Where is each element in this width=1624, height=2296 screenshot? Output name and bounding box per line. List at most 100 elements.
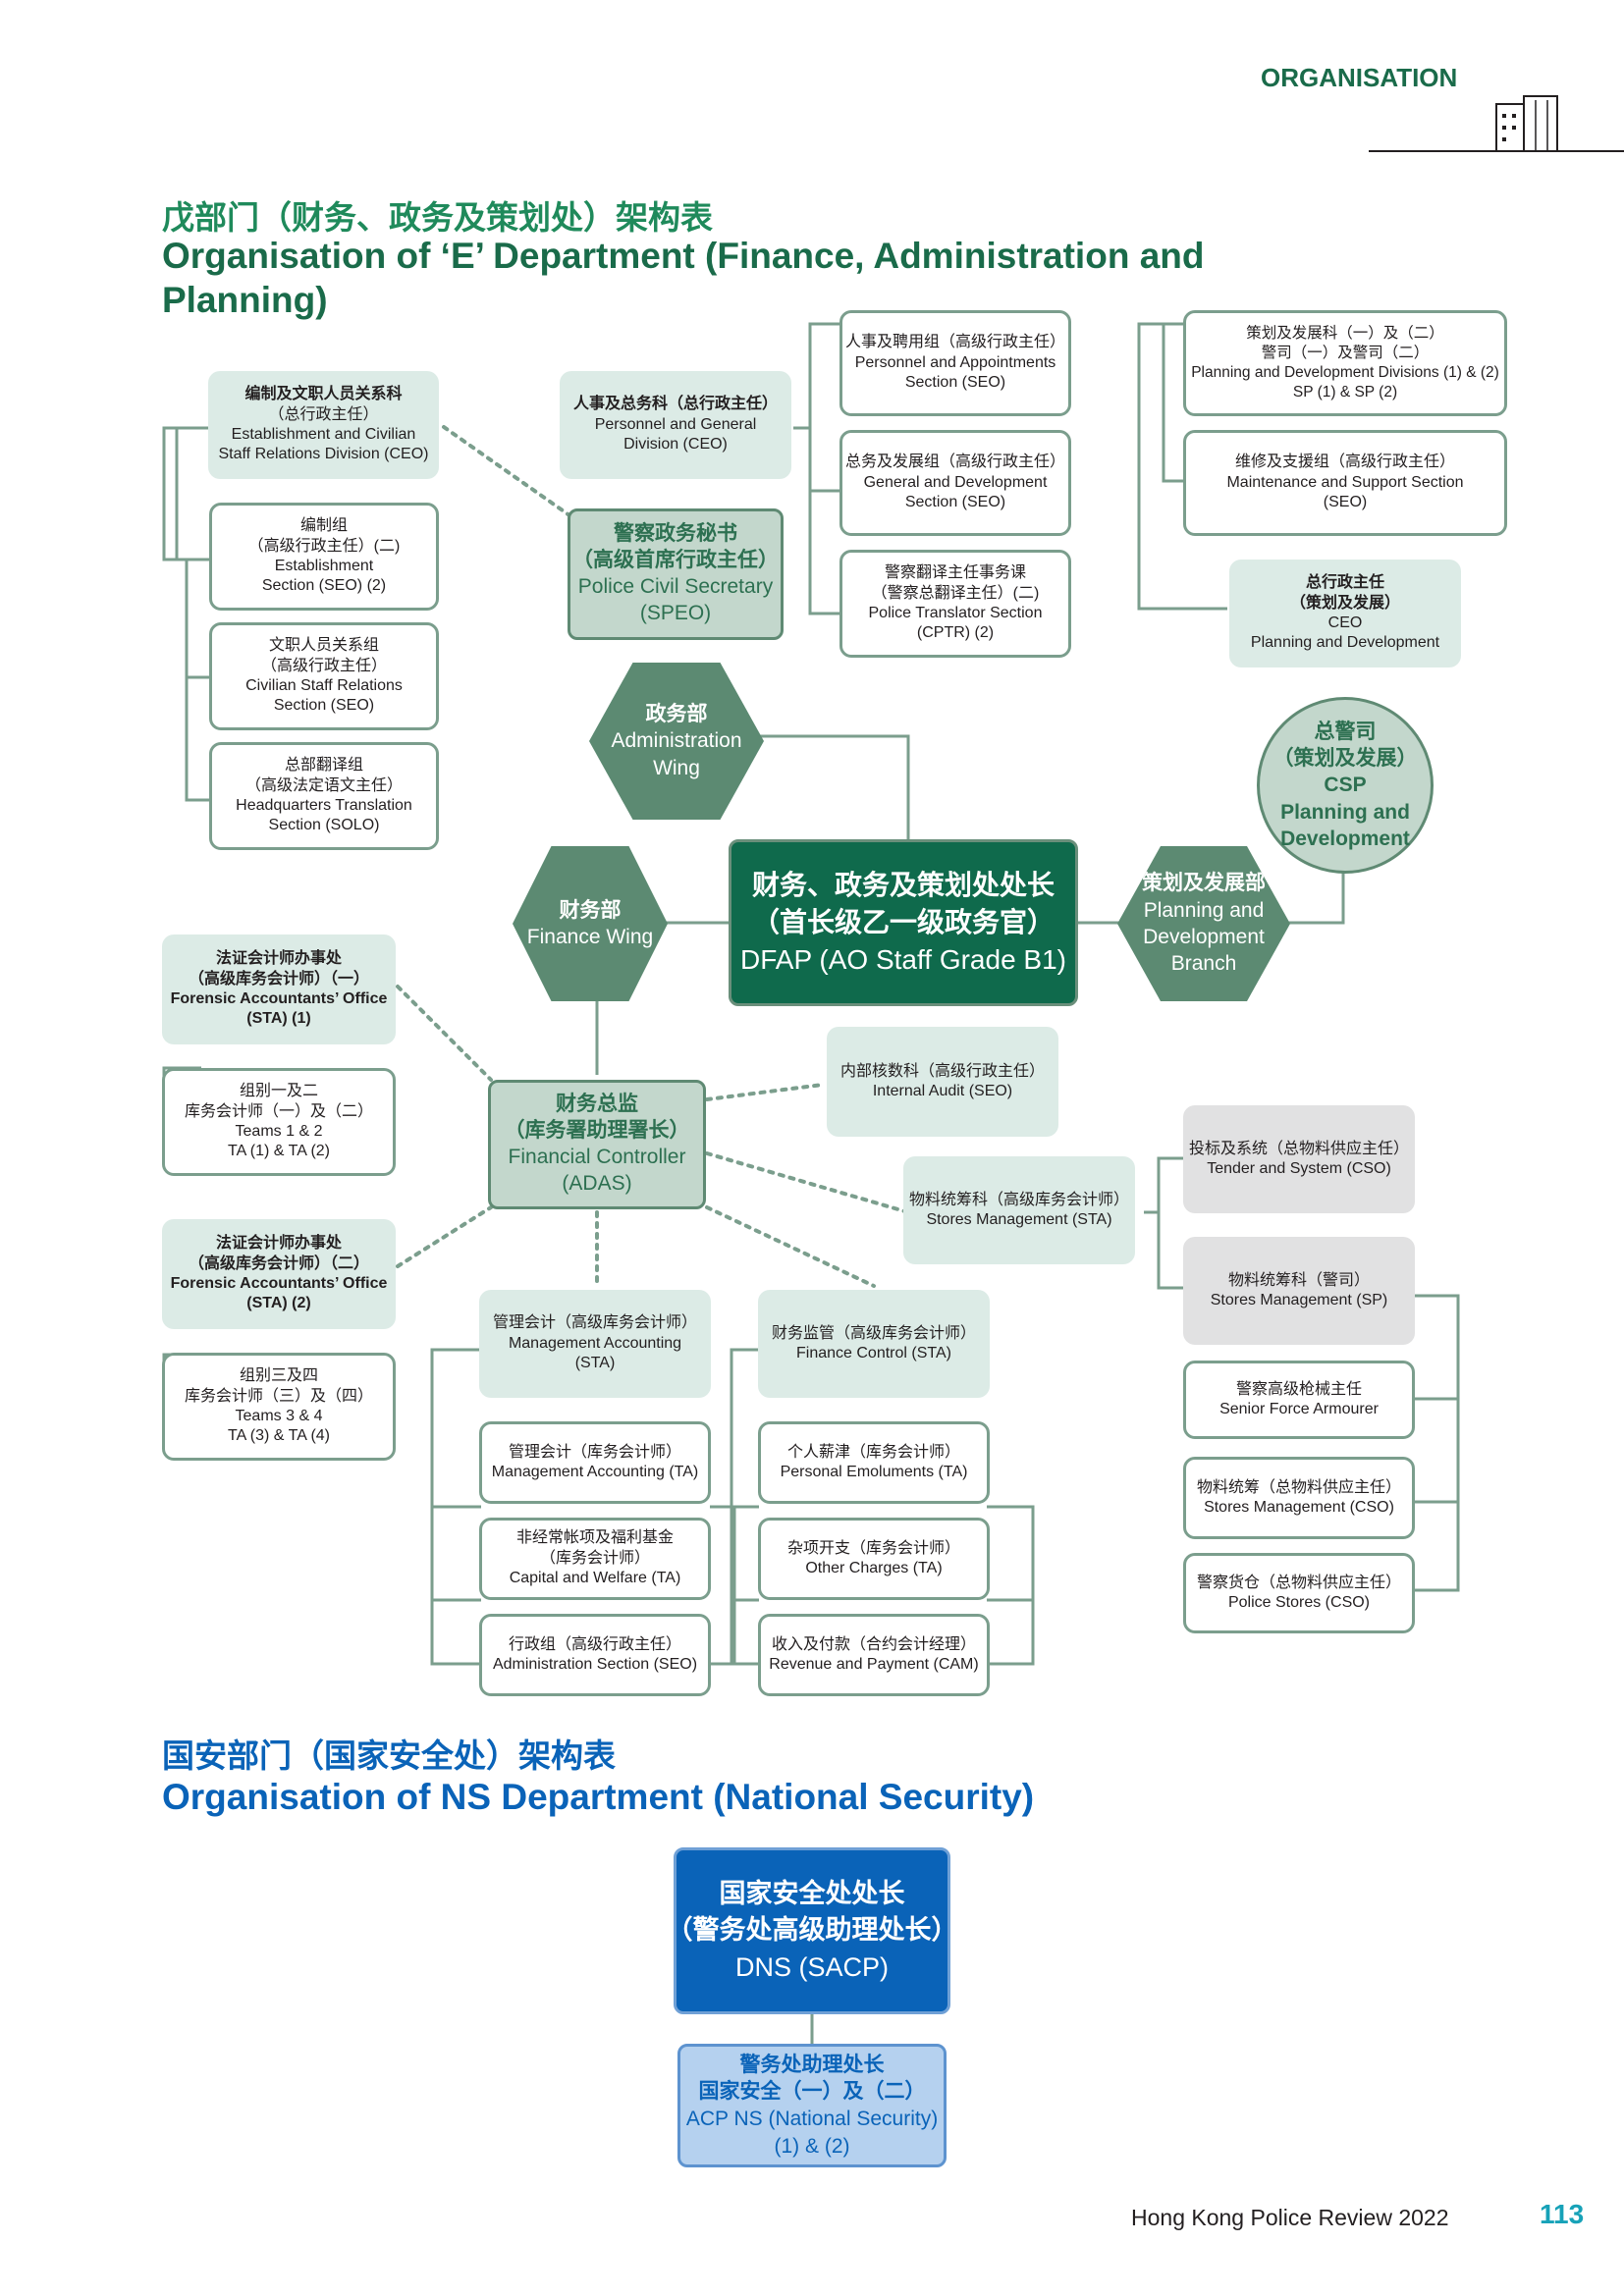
- maintenance-en-1: Maintenance and Support Section: [1226, 473, 1464, 491]
- police-stores-zh: 警察货仓（总物料供应主任）: [1196, 1574, 1401, 1591]
- admin-wing-en-1: Administration: [611, 729, 742, 753]
- teams12-zh: 组别一及二: [239, 1083, 318, 1100]
- dns-en: DNS (SACP): [734, 1951, 889, 1982]
- speo-abbr: (SPEO): [639, 601, 712, 624]
- fao2-abbr: (STA) (2): [246, 1295, 311, 1312]
- acp-en: ACP NS (National Security): [685, 2108, 939, 2130]
- police-translator-section-box: 警察翻译主任事务课 （警察总翻译主任）(二) Police Translator…: [839, 550, 1071, 658]
- footer-page-number: 113: [1540, 2199, 1585, 2229]
- fao1-en: Forensic Accountants’ Office: [170, 990, 388, 1007]
- planning-development-divisions-box: 策划及发展科（一）及（二） 警司（一）及警司（二） Planning and D…: [1183, 310, 1507, 416]
- acp-ns-box: 警务处助理处长 国家安全（一）及（二） ACP NS (National Sec…: [677, 2044, 947, 2167]
- civilian-staff-sec-zh: 文职人员关系组: [268, 637, 379, 655]
- hq-translation-sec-zh: 总部翻译组: [284, 757, 363, 774]
- acp-ns-zh: 国家安全（一）及（二）: [698, 2080, 926, 2104]
- teams-1-2-box: 组别一及二 库务会计师（一）及（二） Teams 1 & 2 TA (1) & …: [162, 1068, 396, 1176]
- ceo-pd-sub-zh: （策划及发展）: [1289, 594, 1400, 612]
- civilian-staff-sec-en-2: Section (SEO): [273, 697, 375, 715]
- dfap-grade-zh: （首长级乙一级政务官）: [751, 907, 1055, 938]
- csp-zh: 总警司: [1314, 720, 1377, 743]
- civilian-staff-sec-en-1: Civilian Staff Relations: [245, 677, 403, 694]
- hq-translation-section-box: 总部翻译组 （高级法定语文主任） Headquarters Translatio…: [209, 742, 439, 850]
- capital-welfare-grade-zh: （库务会计师）: [539, 1549, 650, 1567]
- civilian-staff-sec-grade-zh: （高级行政主任）: [260, 657, 387, 674]
- csp-en-1: Planning and: [1280, 800, 1410, 824]
- stores-management-cso-box: 物料统筹（总物料供应主任） Stores Management (CSO): [1183, 1457, 1415, 1539]
- teams12-ta-en: TA (1) & TA (2): [227, 1143, 331, 1160]
- building-icon: [1369, 95, 1624, 152]
- pd-branch-en-2: Development: [1143, 926, 1265, 948]
- senior-force-armourer-box: 警察高级枪械主任 Senior Force Armourer: [1183, 1361, 1415, 1439]
- general-dev-zh: 总务及发展组（高级行政主任）: [844, 454, 1065, 471]
- establishment-section-box: 编制组 （高级行政主任）(二) Establishment Section (S…: [209, 503, 439, 611]
- translator-grade-zh: （警察总翻译主任）(二): [871, 584, 1040, 602]
- ns-dept-title-zh: 国安部门（国家安全处）架构表: [162, 1737, 616, 1774]
- teams12-ta-zh: 库务会计师（一）及（二）: [184, 1102, 373, 1120]
- e-dept-title-en-line1: Organisation of ‘E’ Department (Finance,…: [162, 236, 1205, 276]
- mgmt-acct-en-2: (STA): [574, 1355, 616, 1372]
- speo-zh: 警察政务秘书: [614, 522, 737, 546]
- civilian-staff-section-box: 文职人员关系组 （高级行政主任） Civilian Staff Relation…: [209, 622, 439, 730]
- fao2-en: Forensic Accountants’ Office: [170, 1275, 388, 1292]
- csp-planning-development-circle: 总警司 （策划及发展） CSP Planning and Development: [1257, 697, 1434, 874]
- maintenance-zh: 维修及支援组（高级行政主任）: [1234, 454, 1455, 471]
- stores-sp-en: Stores Management (SP): [1210, 1292, 1388, 1308]
- stores-cso-en: Stores Management (CSO): [1204, 1499, 1394, 1516]
- dfap-head-box: 财务、政务及策划处处长 （首长级乙一级政务官） DFAP (AO Staff G…: [729, 839, 1078, 1006]
- police-stores-box: 警察货仓（总物料供应主任） Police Stores (CSO): [1183, 1553, 1415, 1633]
- internal-audit-en: Internal Audit (SEO): [872, 1083, 1013, 1099]
- establishment-sec-grade-zh: （高级行政主任）(二): [247, 537, 401, 555]
- revenue-payment-en: Revenue and Payment (CAM): [769, 1656, 979, 1673]
- administration-section-box: 行政组（高级行政主任） Administration Section (SEO): [479, 1614, 711, 1696]
- acp-zh: 警务处助理处长: [739, 2053, 885, 2076]
- mgmt-acct-ta-zh: 管理会计（库务会计师）: [508, 1443, 681, 1461]
- general-development-section-box: 总务及发展组（高级行政主任） General and Development S…: [839, 430, 1071, 536]
- mgmt-acct-zh: 管理会计（高级库务会计师）: [492, 1314, 697, 1332]
- pd-divisions-zh: 策划及发展科（一）及（二）: [1246, 325, 1444, 343]
- personnel-appt-zh: 人事及聘用组（高级行政主任）: [844, 334, 1065, 351]
- dfap-title-zh: 财务、政务及策划处处长: [751, 870, 1055, 901]
- fc-zh: 财务总监: [556, 1093, 638, 1116]
- teams-3-4-box: 组别三及四 库务会计师（三）及（四） Teams 3 & 4 TA (3) & …: [162, 1353, 396, 1461]
- pg-div-zh: 人事及总务科（总行政主任）: [572, 396, 778, 413]
- pd-divisions-en: Planning and Development Divisions (1) &…: [1191, 364, 1499, 381]
- finance-wing-zh: 财务部: [559, 898, 622, 922]
- fao1-abbr: (STA) (1): [246, 1010, 311, 1028]
- establishment-sec-en-1: Establishment: [274, 558, 374, 574]
- fc-grade-zh: （库务署助理署长）: [504, 1119, 690, 1143]
- stores-management-sta-box: 物料统筹科（高级库务会计师） Stores Management (STA): [903, 1156, 1135, 1264]
- ceo-pd-en-1: CEO: [1327, 614, 1363, 631]
- fao2-grade-zh: （高级库务会计师）（二）: [188, 1255, 369, 1272]
- stores-sta-en: Stores Management (STA): [926, 1211, 1112, 1228]
- stores-sta-zh: 物料统筹科（高级库务会计师）: [908, 1191, 1129, 1208]
- teams34-ta-en: TA (3) & TA (4): [227, 1427, 331, 1445]
- fao2-zh: 法证会计师办事处: [215, 1235, 342, 1253]
- admin-wing-en-2: Wing: [653, 756, 700, 779]
- fao1-zh: 法证会计师办事处: [215, 950, 342, 968]
- stores-sp-zh: 物料统筹科（警司）: [1227, 1271, 1370, 1289]
- ceo-planning-development-box: 总行政主任 （策划及发展） CEO Planning and Developme…: [1229, 560, 1461, 667]
- other-charges-box: 杂项开支（库务会计师） Other Charges (TA): [758, 1518, 990, 1600]
- establishment-div-zh: 编制及文职人员关系科: [244, 386, 403, 403]
- stores-management-sp-box: 物料统筹科（警司） Stores Management (SP): [1183, 1237, 1415, 1345]
- personnel-appointments-section-box: 人事及聘用组（高级行政主任） Personnel and Appointment…: [839, 310, 1071, 416]
- personnel-appt-en-1: Personnel and Appointments: [854, 353, 1056, 371]
- hq-translation-sec-en-1: Headquarters Translation: [236, 797, 412, 814]
- pd-branch-en-1: Planning and: [1143, 898, 1265, 922]
- capital-welfare-zh: 非经常帐项及福利基金: [515, 1529, 674, 1547]
- teams34-en: Teams 3 & 4: [235, 1408, 323, 1424]
- establishment-div-grade-zh: （总行政主任）: [268, 405, 379, 423]
- admin-wing-zh: 政务部: [645, 703, 708, 726]
- e-dept-title-zh: 戊部门（财务、政务及策划处）架构表: [162, 199, 713, 236]
- management-accounting-ta-box: 管理会计（库务会计师） Management Accounting (TA): [479, 1421, 711, 1504]
- acp-en-suffix: (1) & (2): [774, 2134, 850, 2158]
- capital-welfare-box: 非经常帐项及福利基金 （库务会计师） Capital and Welfare (…: [479, 1518, 711, 1600]
- general-dev-en-2: Section (SEO): [904, 494, 1006, 511]
- teams34-ta-zh: 库务会计师（三）及（四）: [184, 1387, 373, 1405]
- administration-wing-hex: 政务部 Administration Wing: [589, 663, 764, 820]
- fc-abbr: (ADAS): [562, 1171, 632, 1195]
- personal-emoluments-box: 个人薪津（库务会计师） Personal Emoluments (TA): [758, 1421, 990, 1504]
- establishment-division-box: 编制及文职人员关系科 （总行政主任） Establishment and Civ…: [208, 371, 439, 479]
- finance-control-sta-box: 财务监管（高级库务会计师） Finance Control (STA): [758, 1290, 990, 1398]
